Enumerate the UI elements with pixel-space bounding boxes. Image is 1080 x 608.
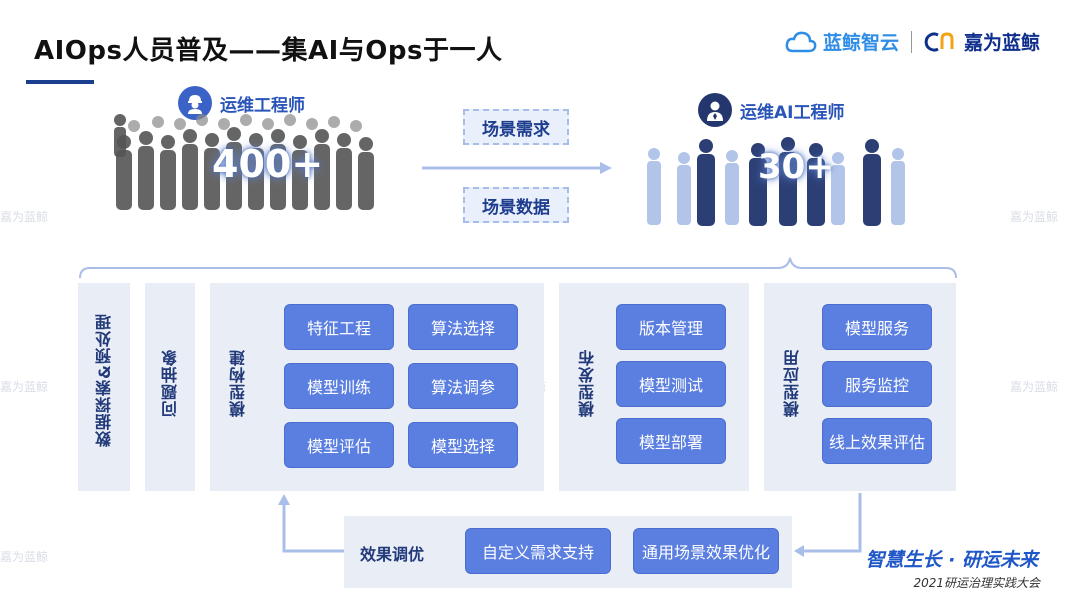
- engineer-icon: [698, 93, 732, 127]
- problem-abstract-label: 问题抽象: [161, 349, 180, 417]
- group-brace: [79, 257, 957, 279]
- canway-logo: 嘉为蓝鲸: [924, 28, 1040, 55]
- model-test-button[interactable]: 模型测试: [616, 361, 726, 407]
- custom-demand-button[interactable]: 自定义需求支持: [465, 528, 611, 574]
- scene-data-box: 场景数据: [463, 187, 569, 223]
- service-monitor-button[interactable]: 服务监控: [822, 361, 932, 407]
- watermark-text: 嘉为蓝鲸: [0, 380, 49, 394]
- watermark: 嘉为蓝鲸: [0, 208, 48, 225]
- slogan: 智慧生长 · 研运未来: [865, 549, 1038, 571]
- page-title: AIOps人员普及——集AI与Ops于一人: [34, 36, 503, 66]
- cloud-icon: [785, 31, 817, 52]
- model-evaluate-button[interactable]: 模型评估: [284, 422, 394, 468]
- ops-count: 400+: [212, 142, 324, 186]
- model-select-button[interactable]: 模型选择: [408, 422, 518, 468]
- model-service-button[interactable]: 模型服务: [822, 304, 932, 350]
- right-arrow-icon: [422, 162, 612, 174]
- worker-icon: [178, 86, 212, 120]
- model-apply-label: 模型应用: [783, 349, 802, 417]
- data-explore-panel: 数据探索&预处理: [78, 283, 130, 491]
- ai-count: 30+: [758, 147, 834, 187]
- model-deploy-button[interactable]: 模型部署: [616, 418, 726, 464]
- watermark: 嘉为蓝鲸: [1010, 378, 1058, 395]
- watermark: 嘉为蓝鲸: [0, 548, 48, 565]
- canway-logo-text: 嘉为蓝鲸: [963, 32, 1040, 54]
- watermark-text: 嘉为蓝鲸: [0, 550, 49, 564]
- model-train-button[interactable]: 模型训练: [284, 363, 394, 409]
- header-logos: 蓝鲸智云 嘉为蓝鲸: [785, 28, 1040, 55]
- watermark-text: 嘉为蓝鲸: [1010, 380, 1059, 394]
- tuning-label: 效果调优: [360, 545, 425, 564]
- title-underline: [26, 80, 94, 84]
- ops-crowd-image: [114, 114, 374, 210]
- data-explore-label: 数据探索&预处理: [95, 313, 114, 447]
- watermark-text: 嘉为蓝鲸: [0, 210, 49, 224]
- online-effect-eval-button[interactable]: 线上效果评估: [822, 418, 932, 464]
- ai-crowd-image: [647, 137, 905, 226]
- watermark: 嘉为蓝鲸: [0, 378, 48, 395]
- ops-engineer-role: 运维工程师: [178, 86, 305, 120]
- watermark-text: 嘉为蓝鲸: [1010, 210, 1059, 224]
- logo-divider: [910, 30, 912, 53]
- canway-mark-icon: [924, 31, 954, 51]
- version-management-button[interactable]: 版本管理: [616, 304, 726, 350]
- watermark: 嘉为蓝鲸: [1010, 208, 1058, 225]
- scene-demand-box: 场景需求: [463, 109, 569, 145]
- ai-engineer-label: 运维AI工程师: [740, 102, 845, 123]
- feature-engineering-button[interactable]: 特征工程: [284, 304, 394, 350]
- algorithm-tune-button[interactable]: 算法调参: [408, 363, 518, 409]
- problem-abstract-panel: 问题抽象: [145, 283, 195, 491]
- conference-name: 2021研运治理实践大会: [913, 576, 1040, 590]
- general-scene-optimize-button[interactable]: 通用场景效果优化: [633, 528, 779, 574]
- bk-cloud-logo-text: 蓝鲸智云: [822, 32, 899, 54]
- model-publish-label: 模型发布: [578, 349, 597, 417]
- bk-cloud-logo: 蓝鲸智云: [785, 28, 899, 55]
- ops-engineer-label: 运维工程师: [220, 95, 305, 116]
- algorithm-select-button[interactable]: 算法选择: [408, 304, 518, 350]
- ai-engineer-role: 运维AI工程师: [698, 93, 844, 127]
- model-build-label: 模型构建: [229, 349, 248, 417]
